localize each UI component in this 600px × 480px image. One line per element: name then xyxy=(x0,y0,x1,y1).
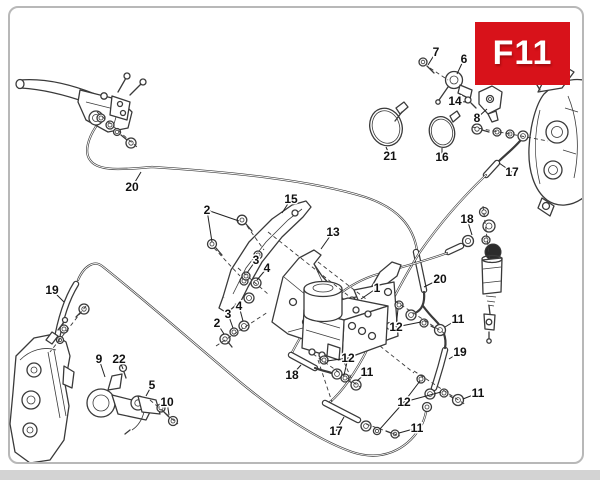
callout-10: 10 xyxy=(160,395,174,409)
callout-15: 15 xyxy=(284,192,298,206)
rear-master-hose-18 xyxy=(287,234,475,380)
bolt-10 xyxy=(162,410,179,427)
front-brake-hose-19 xyxy=(47,262,449,457)
callout-leader xyxy=(291,364,302,376)
banjo-hardware-hose-18 xyxy=(319,355,362,391)
callout-13: 13 xyxy=(326,225,340,239)
figure-code-badge: F11 xyxy=(475,22,570,85)
callout-19: 19 xyxy=(45,283,59,297)
hose-clamp-16 xyxy=(428,110,461,148)
screw-14 xyxy=(464,96,477,109)
callout-17: 17 xyxy=(505,165,519,179)
callout-17: 17 xyxy=(329,424,343,438)
rear-brake-hose-17 xyxy=(321,139,522,439)
callout-leader xyxy=(326,357,349,362)
callout-3: 3 xyxy=(253,253,260,267)
rear-speed-sensor-6 xyxy=(418,57,473,105)
callout-leader xyxy=(206,209,240,222)
callout-leader xyxy=(256,267,268,281)
sensor-bracket-8 xyxy=(478,85,503,123)
callout-leader xyxy=(216,322,225,335)
callout-leader xyxy=(238,305,244,322)
callout-9: 9 xyxy=(96,352,103,366)
figure-code: F11 xyxy=(492,34,553,72)
callout-leader xyxy=(335,416,345,432)
rear-caliper-drawing xyxy=(528,65,582,217)
abs-modulator-1 xyxy=(301,280,399,361)
callout-2: 2 xyxy=(214,316,221,330)
fastener-trio-lower xyxy=(219,320,250,348)
callout-5: 5 xyxy=(149,378,156,392)
callout-leader xyxy=(444,318,459,328)
assembly-dashed-lines xyxy=(49,67,549,437)
callout-22: 22 xyxy=(112,352,126,366)
callout-leader xyxy=(360,287,378,300)
callout-18: 18 xyxy=(460,212,474,226)
hose-clamp-21 xyxy=(369,101,409,147)
callout-leader xyxy=(498,162,513,173)
callout-leader xyxy=(131,171,142,188)
callout-11: 11 xyxy=(472,386,485,400)
callout-12: 12 xyxy=(397,395,411,409)
banjo-hardware-hose-19 xyxy=(416,374,465,407)
callout-leader xyxy=(462,392,479,400)
callout-leader xyxy=(98,358,106,378)
callout-4: 4 xyxy=(236,299,243,313)
callout-leader xyxy=(246,259,257,274)
callout-leader xyxy=(145,384,153,397)
callout-leader xyxy=(403,391,442,403)
callout-leader xyxy=(398,427,418,434)
callout-8: 8 xyxy=(474,111,481,125)
callout-12: 12 xyxy=(341,351,355,365)
callout-leader xyxy=(51,289,65,303)
callout-3: 3 xyxy=(225,307,232,321)
front-caliper-drawing xyxy=(9,316,75,462)
callout-14: 14 xyxy=(448,94,462,108)
callout-leader xyxy=(281,198,292,214)
callout-leader xyxy=(166,401,170,416)
callout-leader xyxy=(456,58,465,75)
callout-7: 7 xyxy=(433,45,440,59)
callout-6: 6 xyxy=(461,52,468,66)
callout-20: 20 xyxy=(433,272,447,286)
callout-11: 11 xyxy=(361,365,374,379)
callout-leader xyxy=(320,231,334,250)
callout-2: 2 xyxy=(204,203,211,217)
callout-20: 20 xyxy=(125,180,139,194)
callout-leader xyxy=(427,51,437,66)
callout-leader xyxy=(395,308,399,328)
callout-leader xyxy=(343,357,349,376)
callout-19: 19 xyxy=(453,345,467,359)
callout-leader xyxy=(403,380,421,403)
rear-master-cylinder xyxy=(478,206,503,344)
callout-leader xyxy=(466,218,473,236)
page-bottom-strip xyxy=(0,470,600,480)
callout-leader xyxy=(476,108,488,119)
callout-leader xyxy=(448,351,461,360)
callout-leader xyxy=(395,321,422,328)
callout-11: 11 xyxy=(411,421,424,435)
front-speed-sensor-5 xyxy=(124,395,166,435)
callout-1: 1 xyxy=(374,281,381,295)
callout-leader xyxy=(423,278,441,288)
callout-leader xyxy=(379,401,405,430)
grommet-group-upper xyxy=(241,271,262,304)
callout-leader xyxy=(356,371,368,382)
callout-leader xyxy=(227,313,234,329)
callout-4: 4 xyxy=(264,261,271,275)
callout-16: 16 xyxy=(435,150,449,164)
callout-leader xyxy=(454,100,467,103)
callout-leader xyxy=(385,146,391,157)
front-brake-hose-20 xyxy=(86,123,428,321)
callout-11: 11 xyxy=(452,312,465,326)
shield-screws-2 xyxy=(206,214,253,256)
front-master-cylinder-assembly xyxy=(15,72,147,149)
callout-12: 12 xyxy=(389,320,403,334)
callout-21: 21 xyxy=(383,149,397,163)
callout-leader xyxy=(118,358,124,370)
callout-leader xyxy=(206,209,213,243)
callout-18: 18 xyxy=(285,368,299,382)
